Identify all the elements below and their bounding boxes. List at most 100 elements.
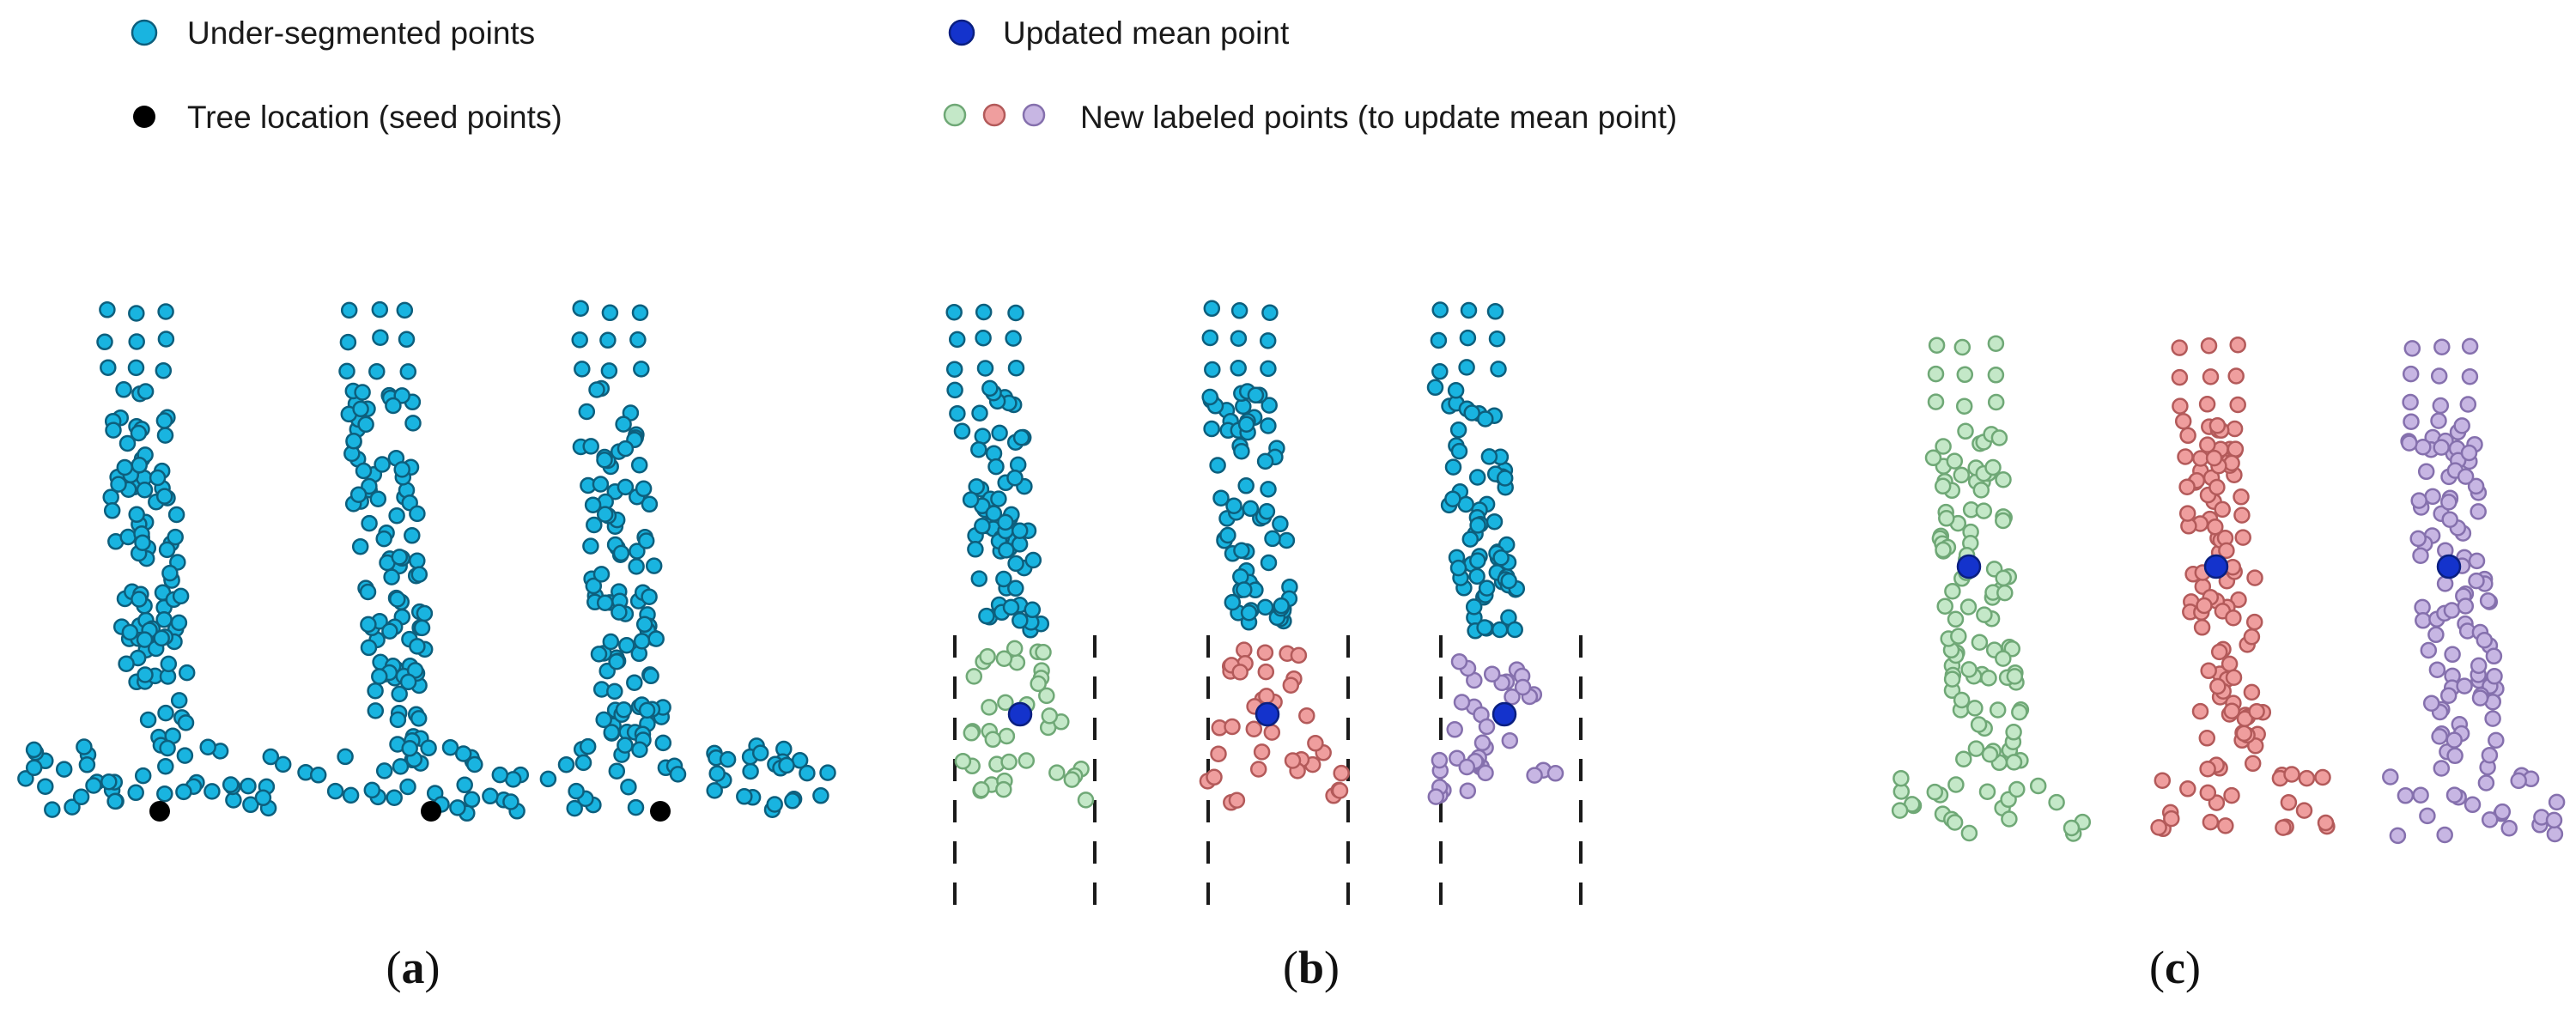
under-segmented-point bbox=[611, 604, 628, 621]
point-clouds bbox=[17, 300, 2566, 845]
under-segmented-point bbox=[620, 778, 637, 796]
under-segmented-point bbox=[360, 639, 378, 657]
red-labeled-point bbox=[1298, 707, 1315, 725]
red-labeled-point bbox=[2174, 412, 2192, 430]
purple-labeled-point bbox=[2548, 793, 2566, 811]
under-segmented-point bbox=[1477, 410, 1494, 428]
under-segmented-point bbox=[386, 789, 403, 806]
under-segmented-point bbox=[626, 674, 643, 691]
under-segmented-point bbox=[351, 537, 369, 555]
under-segmented-point bbox=[985, 445, 1003, 462]
green-labeled-point bbox=[1936, 597, 1953, 615]
green-labeled-point bbox=[1980, 670, 1997, 687]
under-segmented-point bbox=[118, 655, 135, 672]
under-segmented-point bbox=[309, 767, 327, 784]
purple-labeled-point bbox=[2412, 547, 2429, 564]
under-segmented-point bbox=[633, 633, 651, 650]
red-labeled-point bbox=[2210, 643, 2228, 661]
under-segmented-point bbox=[578, 403, 596, 421]
purple-labeled-point bbox=[1427, 788, 1445, 805]
green-labeled-point bbox=[1987, 367, 2005, 384]
under-segmented-point bbox=[669, 766, 687, 783]
green-labeled-point bbox=[1928, 337, 1946, 354]
purple-labeled-point bbox=[2439, 687, 2458, 704]
purple-labeled-point-icon bbox=[1022, 103, 1046, 127]
under-segmented-point bbox=[136, 631, 154, 648]
legend-label-tree-location: Tree location (seed points) bbox=[187, 100, 562, 135]
under-segmented-point bbox=[1459, 329, 1477, 347]
green-labeled-point bbox=[1005, 640, 1024, 658]
legend-label-under-segmented: Under-segmented points bbox=[187, 15, 535, 51]
red-labeled-point bbox=[2317, 814, 2335, 832]
green-labeled-point bbox=[2006, 668, 2024, 685]
under-segmented-point bbox=[338, 362, 355, 380]
purple-labeled-point bbox=[2461, 337, 2479, 355]
under-segmented-point bbox=[1261, 397, 1278, 414]
under-segmented-point bbox=[799, 764, 816, 782]
under-segmented-point bbox=[778, 756, 795, 774]
green-labeled-point bbox=[995, 650, 1013, 667]
under-segmented-point bbox=[136, 481, 154, 499]
under-segmented-point bbox=[615, 415, 632, 433]
under-segmented-point bbox=[736, 788, 753, 805]
under-segmented-point bbox=[72, 788, 90, 806]
panel-label-b: (b) bbox=[1283, 942, 1340, 993]
red-labeled-point bbox=[2202, 368, 2220, 385]
purple-labeled-point bbox=[1546, 765, 1564, 782]
purple-labeled-point bbox=[2433, 760, 2451, 777]
red-labeled-point bbox=[2275, 819, 2292, 836]
under-segmented-point bbox=[1212, 489, 1230, 506]
under-segmented-point bbox=[1247, 386, 1265, 404]
under-segmented-point bbox=[127, 359, 145, 377]
purple-labeled-point bbox=[2500, 819, 2518, 837]
under-segmented-point bbox=[456, 776, 473, 794]
red-labeled-point bbox=[2234, 529, 2251, 546]
green-labeled-point bbox=[1946, 814, 1964, 831]
under-segmented-point bbox=[1007, 579, 1024, 597]
red-labeled-point bbox=[2243, 628, 2261, 646]
red-labeled-point bbox=[1257, 663, 1275, 681]
under-segmented-point bbox=[812, 787, 829, 804]
under-segmented-point bbox=[1476, 619, 1493, 636]
under-segmented-point bbox=[1492, 549, 1510, 567]
purple-labeled-point bbox=[1450, 652, 1468, 670]
under-segmented-point bbox=[1007, 555, 1024, 573]
under-segmented-point bbox=[1012, 428, 1030, 446]
green-labeled-point bbox=[1926, 783, 1944, 801]
under-segmented-point bbox=[946, 381, 963, 399]
under-segmented-point bbox=[995, 570, 1012, 588]
under-segmented-point bbox=[628, 558, 645, 575]
under-segmented-point bbox=[130, 424, 148, 442]
under-segmented-point bbox=[128, 506, 145, 524]
under-segmented-point bbox=[585, 577, 603, 595]
red-labeled-point bbox=[2214, 500, 2231, 519]
red-labeled-point bbox=[2178, 505, 2196, 522]
under-segmented-point bbox=[645, 557, 663, 574]
under-segmented-point bbox=[1230, 360, 1247, 377]
green-labeled-point bbox=[1927, 365, 1945, 383]
under-segmented-point bbox=[359, 583, 377, 601]
under-segmented-point bbox=[368, 362, 386, 380]
green-labeled-point bbox=[1946, 452, 1964, 470]
under-segmented-point bbox=[85, 777, 102, 794]
updated-mean-point bbox=[1255, 701, 1280, 727]
green-labeled-point bbox=[2048, 793, 2065, 811]
updated-mean-point-icon bbox=[948, 19, 975, 46]
panel-labels: (a) (b) (c) bbox=[386, 942, 2201, 993]
under-segmented-point bbox=[990, 490, 1007, 507]
red-labeled-point bbox=[2230, 591, 2247, 609]
red-labeled-point bbox=[2199, 784, 2217, 802]
under-segmented-point bbox=[1272, 515, 1289, 533]
red-labeled-point bbox=[2244, 755, 2262, 773]
under-segmented-point bbox=[404, 415, 422, 432]
under-segmented-point bbox=[371, 668, 388, 685]
under-segmented-point bbox=[345, 432, 362, 450]
under-segmented-point bbox=[708, 765, 726, 782]
red-labeled-point bbox=[2179, 780, 2196, 798]
purple-labeled-point bbox=[2470, 503, 2487, 520]
purple-labeled-point bbox=[2433, 338, 2451, 355]
under-segmented-point bbox=[17, 770, 34, 787]
green-labeled-point bbox=[965, 668, 983, 685]
under-segmented-point bbox=[633, 361, 650, 378]
seed-point-icon bbox=[133, 106, 155, 128]
